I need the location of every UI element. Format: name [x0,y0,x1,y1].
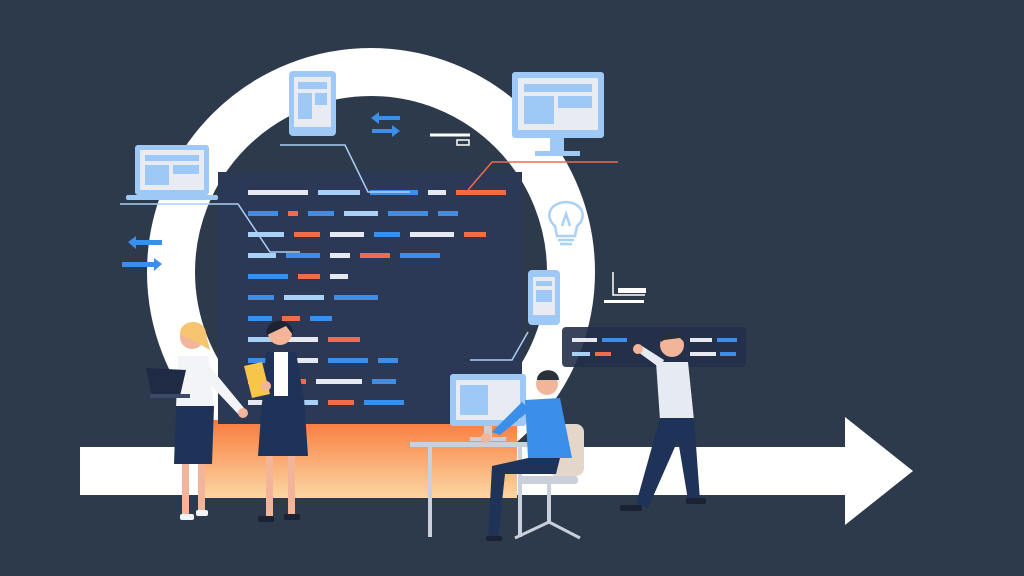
code-line-segment [328,337,360,342]
code-line-segment [308,211,334,216]
code-line-segment [372,379,396,384]
code-line-segment [248,190,308,195]
code-line-segment [364,400,404,405]
code-line-segment [316,379,362,384]
code-line-segment [344,211,378,216]
tablet-icon [289,71,336,136]
code-line-segment [288,211,298,216]
code-line-segment [360,253,390,258]
code-line-segment [248,337,278,342]
code-line-segment [378,358,398,363]
code-line-segment [318,190,360,195]
sync-arrows-icon [122,236,162,271]
code-line-segment [328,400,354,405]
code-line-segment [284,295,324,300]
code-line-segment [330,253,350,258]
connector-lines [120,111,646,361]
code-line-segment [294,232,320,237]
code-line-segment [374,232,400,237]
code-line-segment [410,232,454,237]
code-line-segment [298,274,320,279]
sync-arrows-icon [371,112,400,137]
phone-icon [528,270,560,325]
code-line-segment [400,253,440,258]
person-woman-with-folder [244,320,308,522]
laptop-icon [126,145,218,200]
person-seated-developer [481,370,572,541]
lightbulb-icon [548,200,584,246]
code-line-segment [248,274,288,279]
code-line-segment [248,253,276,258]
code-line-segment [248,232,284,237]
code-line-segment [438,211,458,216]
code-line-segment [334,295,378,300]
desk [410,374,530,537]
code-line-segment [456,190,506,195]
code-line-segment [282,316,300,321]
code-line-segment [248,316,272,321]
monitor-icon [512,72,604,156]
code-card [562,327,746,367]
code-line-segment [464,232,486,237]
code-line-segment [330,274,348,279]
code-line-segment [388,211,428,216]
person-walking-man [620,332,706,511]
code-line-segment [328,358,368,363]
code-line-segment [330,232,364,237]
code-line-segment [248,211,278,216]
person-woman-with-laptop [146,322,248,520]
code-line-segment [310,316,332,321]
code-line-segment [294,358,318,363]
code-line-segment [248,295,274,300]
code-line-segment [286,253,320,258]
code-line-segment [428,190,446,195]
orange-glow [205,420,517,498]
code-line-segment [288,337,318,342]
